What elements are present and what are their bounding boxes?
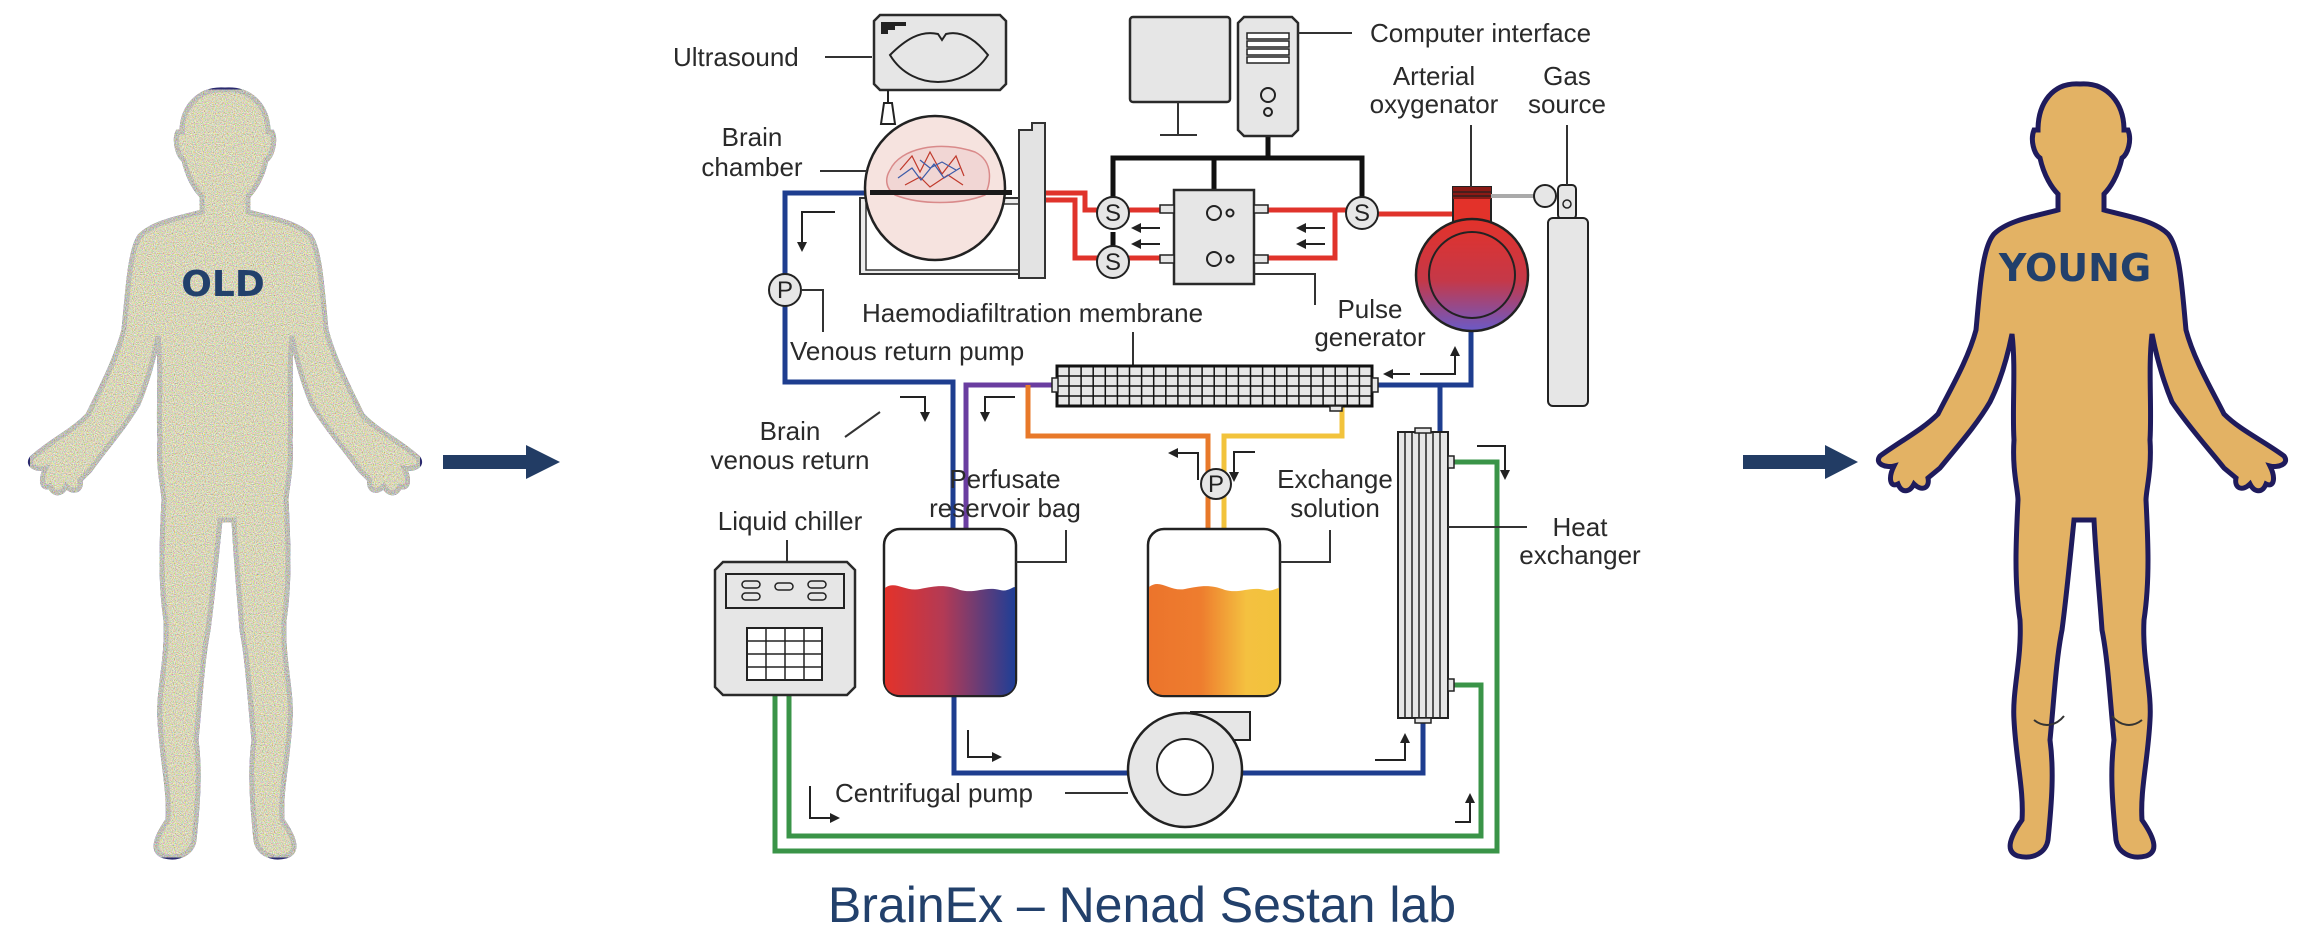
arterial-oxygenator-label-line1: Arterial: [1393, 61, 1475, 91]
exchange-solution-bag: [1146, 527, 1331, 698]
old-label: OLD: [181, 264, 264, 305]
coolant-pipes: [772, 459, 1500, 854]
pulse-generator-label-line1: Pulse: [1337, 294, 1402, 324]
young-label: YOUNG: [1998, 246, 2151, 290]
centrifugal-pump-label: Centrifugal pump: [835, 778, 1033, 808]
exchange-pump-icon: P: [1200, 468, 1232, 500]
arterial-oxygenator-label-line2: oxygenator: [1370, 89, 1499, 119]
flow-arrow-icon: [1168, 448, 1199, 480]
sensor-icon: S: [1096, 196, 1130, 230]
gas-source-label-line1: Gas: [1543, 61, 1591, 91]
computer-interface-label: Computer interface: [1370, 18, 1591, 48]
ultrasound-device: [872, 13, 1008, 125]
old-body-figure: OLD: [30, 90, 419, 857]
brainex-diagram: Ultrasound Brain chamber P Venous return…: [673, 13, 1641, 854]
young-body-figure: YOUNG: [1876, 81, 2288, 860]
ultrasound-label: Ultrasound: [673, 42, 799, 72]
heat-exchanger-device: [1397, 427, 1527, 724]
flow-arrow-icon: [1229, 451, 1255, 482]
computer-interface-device: [1128, 15, 1352, 138]
haemodiafiltration-membrane-device: [1051, 332, 1379, 412]
brain-venous-return-label-line1: Brain: [760, 416, 821, 446]
brain-venous-return-label-line2: venous return: [711, 445, 870, 475]
gas-source-label-line2: source: [1528, 89, 1606, 119]
flow-arrow-icon: [1375, 733, 1410, 761]
arterial-pipes: [1035, 190, 1455, 261]
flow-arrow-icon: [900, 396, 930, 422]
exchange-solution-label-line1: Exchange: [1277, 464, 1393, 494]
perfusate-reservoir-label-line2: reservoir bag: [929, 493, 1081, 523]
exchange-solution-label-line2: solution: [1290, 493, 1380, 523]
liquid-chiller-device: [713, 540, 857, 697]
caption: BrainEx – Nenad Sestan lab: [828, 877, 1456, 930]
svg-text:S: S: [1105, 200, 1121, 227]
flow-arrow-icon: [809, 786, 840, 823]
flow-arrows-icon: [1131, 223, 1325, 249]
pulse-generator-label-line2: generator: [1314, 322, 1426, 352]
right-arrow-icon: [1743, 445, 1858, 479]
perfusate-reservoir-bag: [882, 527, 1067, 698]
heat-exchanger-label-line2: exchanger: [1519, 540, 1641, 570]
arterial-oxygenator-device: [1414, 125, 1540, 333]
left-arrow-icon: [443, 445, 560, 479]
flow-arrow-icon: [980, 396, 1015, 422]
sensor-icon: S: [1096, 245, 1130, 279]
haemodiafiltration-membrane-label: Haemodiafiltration membrane: [862, 298, 1203, 328]
heat-exchanger-label-line1: Heat: [1553, 512, 1609, 542]
svg-text:P: P: [1208, 471, 1224, 498]
svg-text:S: S: [1105, 249, 1121, 276]
flow-arrow-icon: [1477, 445, 1510, 480]
flow-arrow-icon: [797, 211, 835, 252]
gas-source-device: [1533, 125, 1589, 407]
brain-venous-return-leader: [844, 411, 881, 438]
flow-arrow-icon: [967, 730, 1002, 762]
flow-arrow-icon: [1420, 346, 1460, 375]
brain-chamber: [859, 114, 1046, 279]
svg-text:S: S: [1354, 200, 1370, 227]
brain-chamber-label-line2: chamber: [701, 152, 802, 182]
sensor-icon: S: [1345, 196, 1379, 230]
pulse-generator-device: [1159, 188, 1316, 305]
venous-return-pump-label: Venous return pump: [790, 336, 1024, 366]
svg-text:P: P: [777, 277, 793, 304]
liquid-chiller-label: Liquid chiller: [718, 506, 863, 536]
brain-chamber-label-line1: Brain: [722, 122, 783, 152]
centrifugal-pump-device: [1065, 711, 1251, 829]
perfusate-reservoir-label-line1: Perfusate: [949, 464, 1060, 494]
venous-return-pump-icon: P: [768, 273, 824, 332]
flow-arrow-icon: [1455, 793, 1475, 823]
